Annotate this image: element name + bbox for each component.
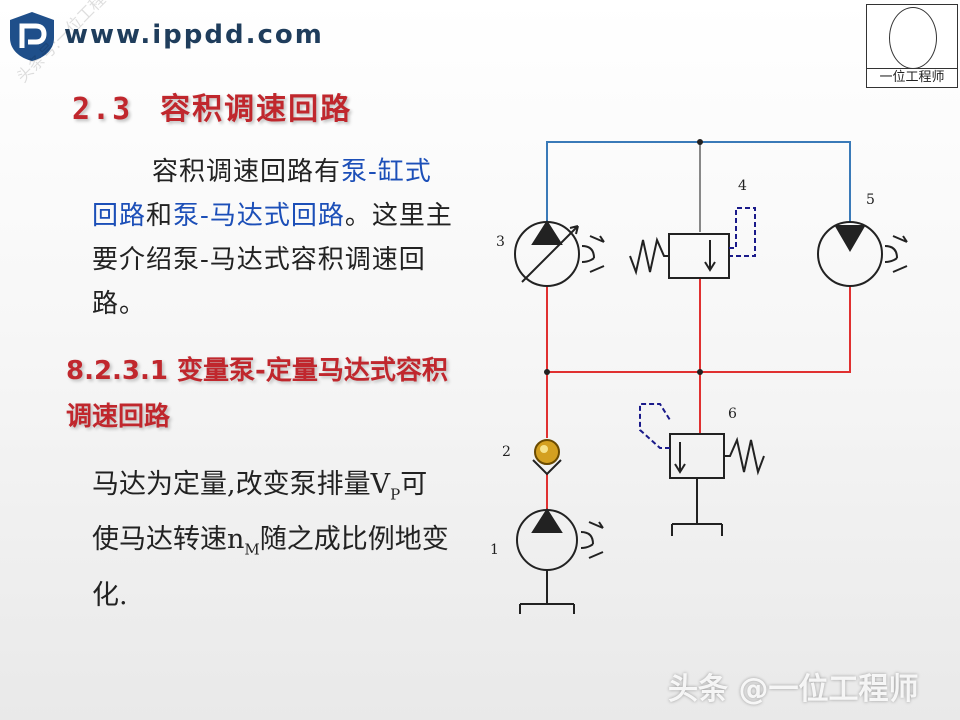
intro-text-2: 和: [146, 201, 174, 231]
site-url: www.ippdd.com: [64, 20, 324, 50]
stamp-circle-icon: [889, 7, 937, 69]
label-1: 1: [490, 542, 499, 558]
intro-text-3: 。这里主要介绍泵-马达式容积调速回路。: [92, 201, 453, 319]
footer-watermark: 头条 @一位工程师: [668, 672, 919, 707]
label-2: 2: [502, 444, 511, 460]
body-paragraph: 马达为定量,改变泵排量VP可使马达转速nM随之成比例地变化.: [92, 462, 452, 619]
label-4: 4: [738, 178, 747, 194]
pressure-line-middle: [547, 286, 851, 373]
hydraulic-motor-icon: [817, 221, 908, 287]
return-line: [546, 141, 851, 222]
relief-valve-lower-icon: [639, 403, 765, 536]
intro-term-pump-motor: 泵-马达式回路: [173, 201, 345, 231]
check-valve-icon: [532, 439, 562, 476]
body-text-2: 可使马达转速: [92, 469, 428, 556]
label-6: 6: [728, 406, 737, 422]
body-text-3: 随之成比例地变化.: [92, 524, 449, 611]
variable-pump-icon: [514, 220, 605, 287]
page-title: 2.3 容积调速回路: [72, 84, 352, 128]
author-stamp: 一位工程师: [866, 4, 958, 88]
label-3: 3: [496, 234, 505, 250]
charge-pump-icon: [516, 508, 604, 614]
heading-title: 容积调速回路: [160, 92, 353, 127]
body-nm: nM: [227, 524, 260, 559]
intro-text-1: 容积调速回路有: [152, 157, 342, 187]
intro-term-pump-cylinder: 泵-缸式回路: [92, 157, 432, 231]
intro-paragraph: 容积调速回路有泵-缸式回路和泵-马达式回路。这里主要介绍泵-马达式容积调速回路。: [92, 150, 456, 326]
body-text-1: 马达为定量,改变泵排量: [92, 469, 371, 500]
section-title: 8.2.3.1 变量泵-定量马达式容积调速回路: [66, 356, 448, 432]
hydraulic-circuit-diagram: 3 4 5 2 1 6: [490, 139, 908, 614]
body-vp: VP: [370, 469, 401, 504]
relief-valve-upper-icon: [629, 207, 756, 279]
heading-number: 2.3: [72, 92, 133, 127]
ippdd-logo-icon: [10, 12, 54, 61]
stamp-name: 一位工程师: [867, 68, 957, 87]
label-5: 5: [866, 192, 875, 208]
